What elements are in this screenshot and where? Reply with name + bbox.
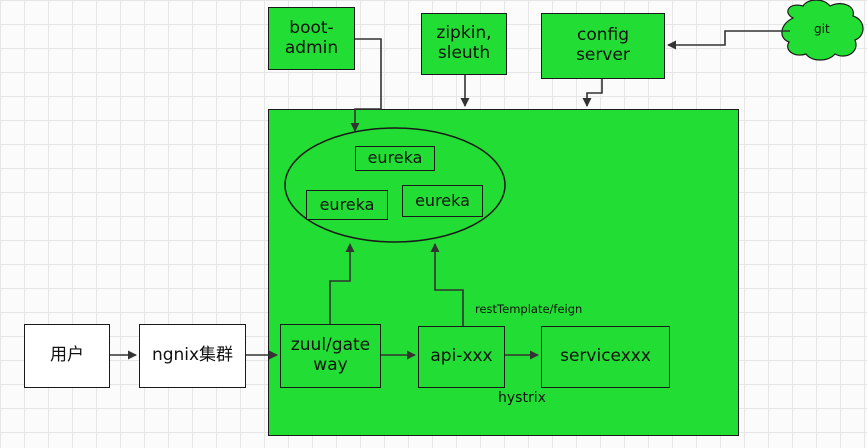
- boot-admin-label: boot-admin: [284, 17, 339, 58]
- ngnix-cluster-node: ngnix集群: [139, 324, 246, 388]
- service-node: servicexxx: [541, 326, 670, 388]
- user-node: 用户: [24, 324, 110, 388]
- boot-admin-node: boot-admin: [268, 7, 355, 70]
- eureka-left-label: eureka: [319, 194, 375, 214]
- hystrix-label: hystrix: [498, 390, 546, 406]
- api-label: api-xxx: [430, 346, 493, 367]
- rest-template-feign-label: restTemplate/feign: [475, 302, 583, 316]
- user-label: 用户: [50, 345, 84, 366]
- zipkin-sleuth-label: zipkin, sleuth: [436, 23, 492, 63]
- api-node: api-xxx: [418, 326, 505, 388]
- git-label: git: [814, 22, 830, 36]
- zipkin-sleuth-node: zipkin, sleuth: [421, 13, 507, 75]
- eureka-node-left: eureka: [306, 190, 388, 220]
- eureka-right-label: eureka: [415, 190, 470, 210]
- eureka-top-label: eureka: [367, 148, 423, 168]
- config-server-node: config server: [541, 13, 665, 79]
- config-server-label: config server: [576, 25, 630, 65]
- service-label: servicexxx: [560, 346, 651, 367]
- zuul-gateway-label: zuul/gate way: [290, 335, 371, 375]
- eureka-node-right: eureka: [402, 185, 483, 217]
- ngnix-cluster-label: ngnix集群: [151, 345, 234, 366]
- eureka-node-top: eureka: [355, 146, 435, 171]
- zuul-gateway-node: zuul/gate way: [280, 324, 381, 388]
